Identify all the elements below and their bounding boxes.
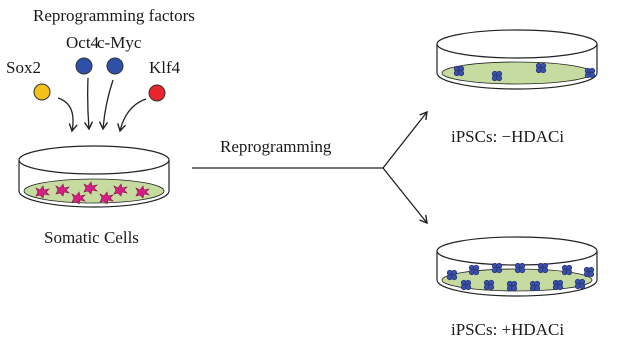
- oct4-label: Oct4: [66, 33, 100, 52]
- oct4-arrow: [83, 77, 94, 131]
- somatic-cells: [35, 181, 150, 205]
- reprogramming-factors-title: Reprogramming factors: [33, 6, 195, 25]
- cmyc-arrow: [98, 79, 114, 131]
- fork-arrow-down: [382, 167, 428, 225]
- cmyc-label: c-Myc: [97, 33, 142, 52]
- ipsc-plus-hdaci-label: iPSCs: +HDACi: [451, 320, 565, 339]
- ipsc-dish-minus: [436, 29, 598, 90]
- klf4-arrow: [117, 98, 147, 133]
- ipsc-minus-hdaci-label: iPSCs: −HDACi: [451, 127, 565, 146]
- reprogramming-label: Reprogramming: [220, 137, 332, 156]
- sox2-arrow: [57, 97, 78, 133]
- ipsc-dish-plus: [436, 236, 598, 297]
- sox2-ball: [33, 83, 51, 101]
- klf4-label: Klf4: [149, 58, 181, 77]
- klf4-ball: [148, 84, 166, 102]
- somatic-dish: [18, 145, 170, 208]
- fork-arrow-up: [382, 110, 428, 169]
- somatic-cells-label: Somatic Cells: [44, 228, 139, 247]
- cmyc-ball: [106, 57, 124, 75]
- oct4-ball: [75, 57, 93, 75]
- sox2-label: Sox2: [6, 58, 41, 77]
